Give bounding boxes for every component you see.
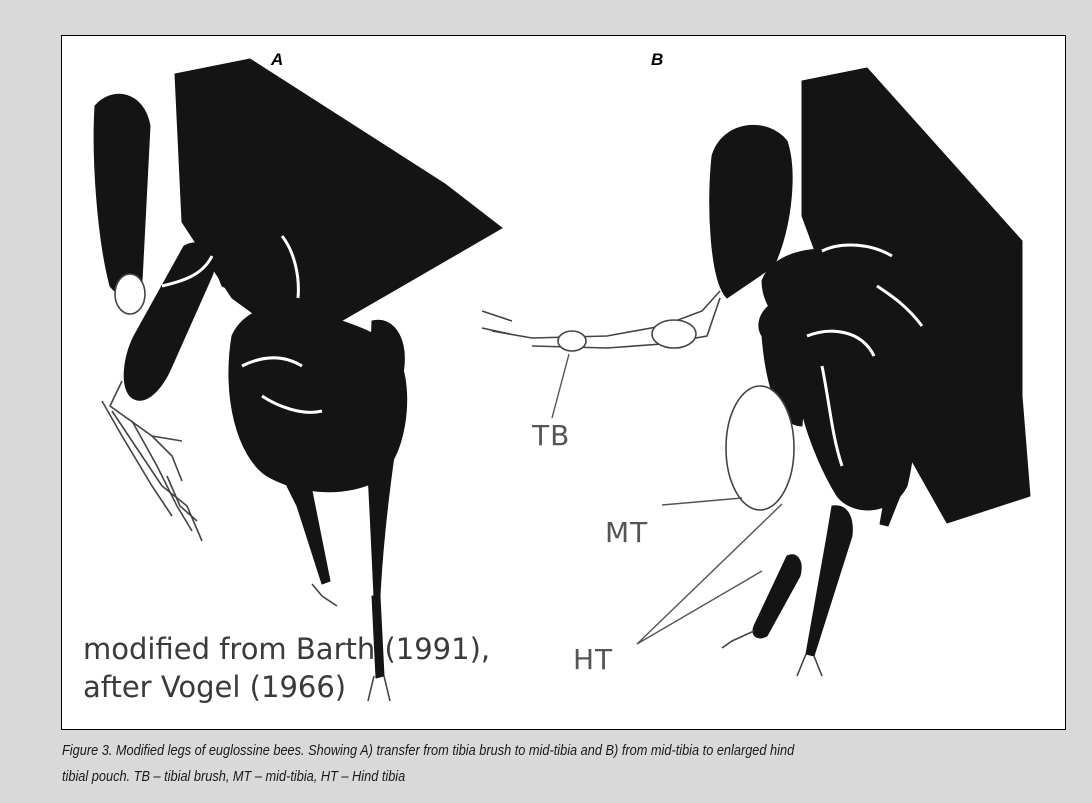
credit-line-1: modified from Barth (1991), [83, 632, 490, 666]
caption-line-2: tibial pouch. TB – tibial brush, MT – mi… [62, 764, 960, 790]
figure-caption: Figure 3. Modified legs of euglossine be… [62, 738, 960, 790]
bee-legs-illustration [62, 36, 1066, 730]
figure-frame: A B TB MT HT modified from Barth (1991),… [61, 35, 1066, 730]
bee-a-femur [94, 94, 150, 295]
bee-a-hind-tibia [367, 320, 404, 596]
bee-a-body [175, 59, 502, 346]
credit-line-2: after Vogel (1966) [83, 670, 346, 704]
caption-line-1: Figure 3. Modified legs of euglossine be… [62, 738, 960, 764]
bee-b-tarsus-1 [806, 506, 852, 656]
callout-mid-tibia: MT [605, 516, 648, 549]
bee-b-tarsus-2 [753, 555, 801, 638]
bee-a-silhouette [94, 59, 502, 678]
bee-b-silhouette [710, 68, 1030, 656]
callout-hind-tibia: HT [573, 643, 613, 676]
panel-label-a: A [271, 50, 283, 70]
panel-label-b: B [651, 50, 663, 70]
callout-tibial-brush: TB [532, 419, 570, 452]
